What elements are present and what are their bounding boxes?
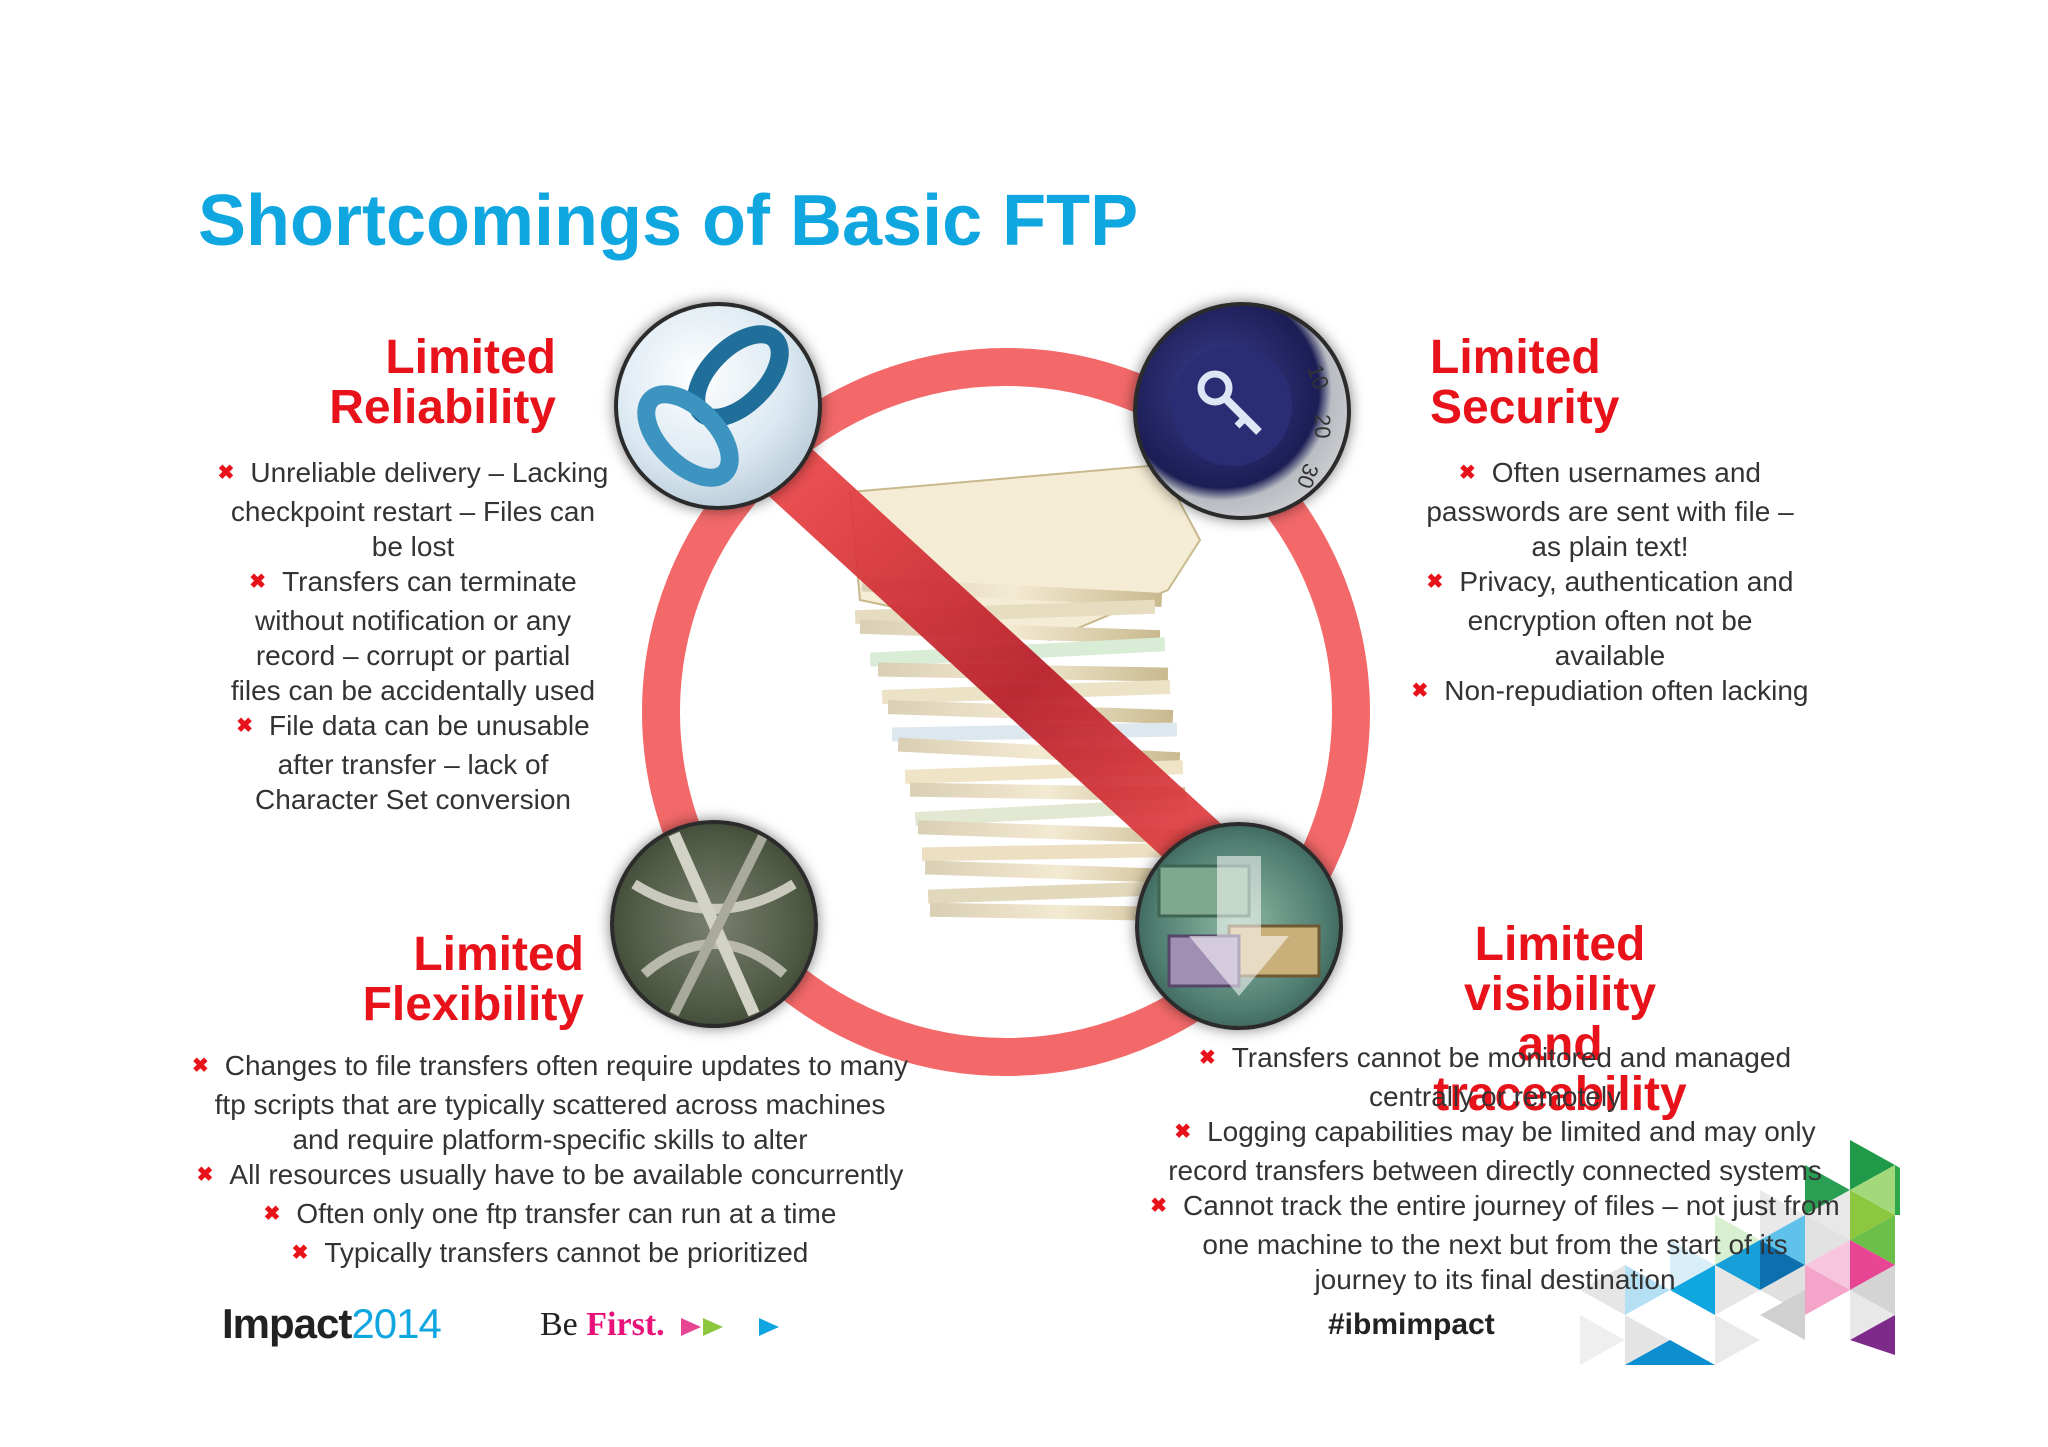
flexibility-bullet-list: ✖ Changes to file transfers often require… <box>170 1048 930 1274</box>
reliability-bullet-3-line-3: Character Set conversion <box>255 784 571 815</box>
list-item: ✖ Privacy, authentication and encryption … <box>1380 564 1840 673</box>
reliability-bullet-2-line-1: Transfers can terminate <box>282 566 577 597</box>
security-bullet-2-line-2: encryption often not be <box>1467 605 1753 636</box>
cross-mark-icon: ✖ <box>196 1164 214 1186</box>
reliability-heading: Limited Reliability <box>329 333 556 433</box>
flexibility-bullet-3-line-1: Often only one ftp transfer can run at a… <box>296 1198 837 1229</box>
reliability-bullet-2-line-2: without notification or any <box>255 605 571 636</box>
security-heading: Limited Security <box>1430 333 1619 433</box>
list-item: ✖ Often only one ftp transfer can run at … <box>170 1196 930 1235</box>
cross-mark-icon: ✖ <box>291 1242 309 1264</box>
list-item: ✖ Changes to file transfers often require… <box>170 1048 930 1157</box>
reliability-bullet-list: ✖ Unreliable delivery – Lacking checkpoin… <box>198 455 628 817</box>
highway-interchange-icon <box>610 820 818 1028</box>
visibility-bullet-3-line-1: Cannot track the entire journey of files… <box>1182 1190 1840 1221</box>
security-bullet-2-line-1: Privacy, authentication and <box>1459 566 1794 597</box>
impact-logo-word: Impact <box>222 1300 352 1347</box>
safe-dial-key-icon: 10 20 30 <box>1133 302 1351 520</box>
hashtag-label: #ibmimpact <box>1328 1308 1495 1341</box>
prohibition-ring <box>642 348 1370 1076</box>
flexibility-bullet-1-line-2: ftp scripts that are typically scattered… <box>214 1089 886 1120</box>
list-item: ✖ Non-repudiation often lacking <box>1380 673 1840 712</box>
security-bullet-3-line-1: Non-repudiation often lacking <box>1444 675 1809 706</box>
visibility-bullet-1-line-2: centrally or remotely <box>1368 1081 1622 1112</box>
reliability-bullet-3-line-1: File data can be unusable <box>269 710 590 741</box>
list-item: ✖ Often usernames and passwords are sent … <box>1380 455 1840 564</box>
reliability-bullet-3-line-2: after transfer – lack of <box>277 749 549 780</box>
svg-text:30: 30 <box>1292 460 1324 492</box>
cross-mark-icon: ✖ <box>191 1055 209 1077</box>
flexibility-heading: Limited Flexibility <box>363 930 584 1030</box>
svg-text:20: 20 <box>1310 414 1335 438</box>
cross-mark-icon: ✖ <box>263 1203 281 1225</box>
cross-mark-icon: ✖ <box>236 715 254 737</box>
security-bullet-1-line-2: passwords are sent with file – <box>1426 496 1794 527</box>
visibility-bullet-3-line-2: one machine to the next but from the sta… <box>1202 1229 1788 1260</box>
flexibility-bullet-1-line-1: Changes to file transfers often require … <box>224 1050 909 1081</box>
currency-download-icon <box>1135 822 1343 1030</box>
reliability-bullet-1-line-1: Unreliable delivery – Lacking <box>250 457 609 488</box>
visibility-bullet-list: ✖ Transfers cannot be monitored and manag… <box>1110 1040 1880 1297</box>
visibility-heading-line2: and traceability <box>1433 1018 1687 1121</box>
visibility-heading-line1: Limited visibility <box>1463 918 1657 1021</box>
slide-title: Shortcomings of Basic FTP <box>198 181 1139 261</box>
list-item: ✖ Transfers can terminate without notific… <box>198 564 628 708</box>
cross-mark-icon: ✖ <box>1458 462 1476 484</box>
reliability-heading-line2: Reliability <box>329 381 556 434</box>
play-arrows-icon <box>681 1318 780 1337</box>
svg-text:10: 10 <box>1302 361 1334 393</box>
cross-mark-icon: ✖ <box>1411 680 1429 702</box>
list-item: ✖ Typically transfers cannot be prioritiz… <box>170 1235 930 1274</box>
be-first-tagline: Be First. <box>540 1306 791 1344</box>
cross-mark-icon: ✖ <box>1150 1195 1167 1217</box>
security-bullet-1-line-3: as plain text! <box>1531 531 1689 562</box>
flexibility-bullet-4-line-1: Typically transfers cannot be prioritize… <box>324 1237 809 1268</box>
flexibility-heading-line1: Limited <box>413 928 584 981</box>
tagline-be: Be <box>540 1306 578 1343</box>
security-heading-line2: Security <box>1430 381 1620 434</box>
visibility-bullet-2-line-2: record transfers between directly connec… <box>1168 1155 1822 1186</box>
tagline-first: First. <box>586 1306 665 1343</box>
list-item: ✖ File data can be unusable after transfe… <box>198 708 628 817</box>
cross-mark-icon: ✖ <box>1198 1047 1216 1069</box>
cross-mark-icon: ✖ <box>1174 1121 1192 1143</box>
visibility-bullet-3-line-3: journey to its final destination <box>1314 1264 1676 1295</box>
cross-mark-icon: ✖ <box>217 462 235 484</box>
flexibility-bullet-1-line-3: and require platform-specific skills to … <box>292 1124 808 1155</box>
list-item: ✖ Logging capabilities may be limited and… <box>1110 1114 1880 1188</box>
flexibility-bullet-2-line-1: All resources usually have to be availab… <box>229 1159 904 1190</box>
security-bullet-1-line-1: Often usernames and <box>1491 457 1762 488</box>
cross-mark-icon: ✖ <box>1426 571 1444 593</box>
impact-2014-logo: Impact2014 <box>222 1300 442 1348</box>
list-item: ✖ All resources usually have to be availa… <box>170 1157 930 1196</box>
chain-links-icon <box>614 302 822 510</box>
visibility-heading: Limited visibility and traceability <box>1390 920 1730 1120</box>
prohibition-bar <box>746 428 1257 904</box>
reliability-heading-line1: Limited <box>385 331 556 384</box>
visibility-bullet-1-line-1: Transfers cannot be monitored and manage… <box>1231 1042 1792 1073</box>
reliability-bullet-1-line-3: be lost <box>371 531 455 562</box>
impact-logo-year: 2014 <box>351 1300 441 1347</box>
triangle-mosaic <box>1580 1140 1900 1365</box>
security-bullet-2-line-3: available <box>1554 640 1666 671</box>
reliability-bullet-1-line-2: checkpoint restart – Files can <box>230 496 596 527</box>
security-heading-line1: Limited <box>1430 331 1601 384</box>
reliability-bullet-2-line-4: files can be accidentally used <box>230 675 596 706</box>
list-item: ✖ Cannot track the entire journey of file… <box>1110 1188 1880 1297</box>
security-bullet-list: ✖ Often usernames and passwords are sent … <box>1380 455 1840 712</box>
visibility-bullet-2-line-1: Logging capabilities may be limited and … <box>1207 1116 1816 1147</box>
flexibility-heading-line2: Flexibility <box>362 978 584 1031</box>
cross-mark-icon: ✖ <box>249 571 267 593</box>
reliability-bullet-2-line-3: record – corrupt or partial <box>255 640 571 671</box>
list-item: ✖ Unreliable delivery – Lacking checkpoin… <box>198 455 628 564</box>
list-item: ✖ Transfers cannot be monitored and manag… <box>1110 1040 1880 1114</box>
